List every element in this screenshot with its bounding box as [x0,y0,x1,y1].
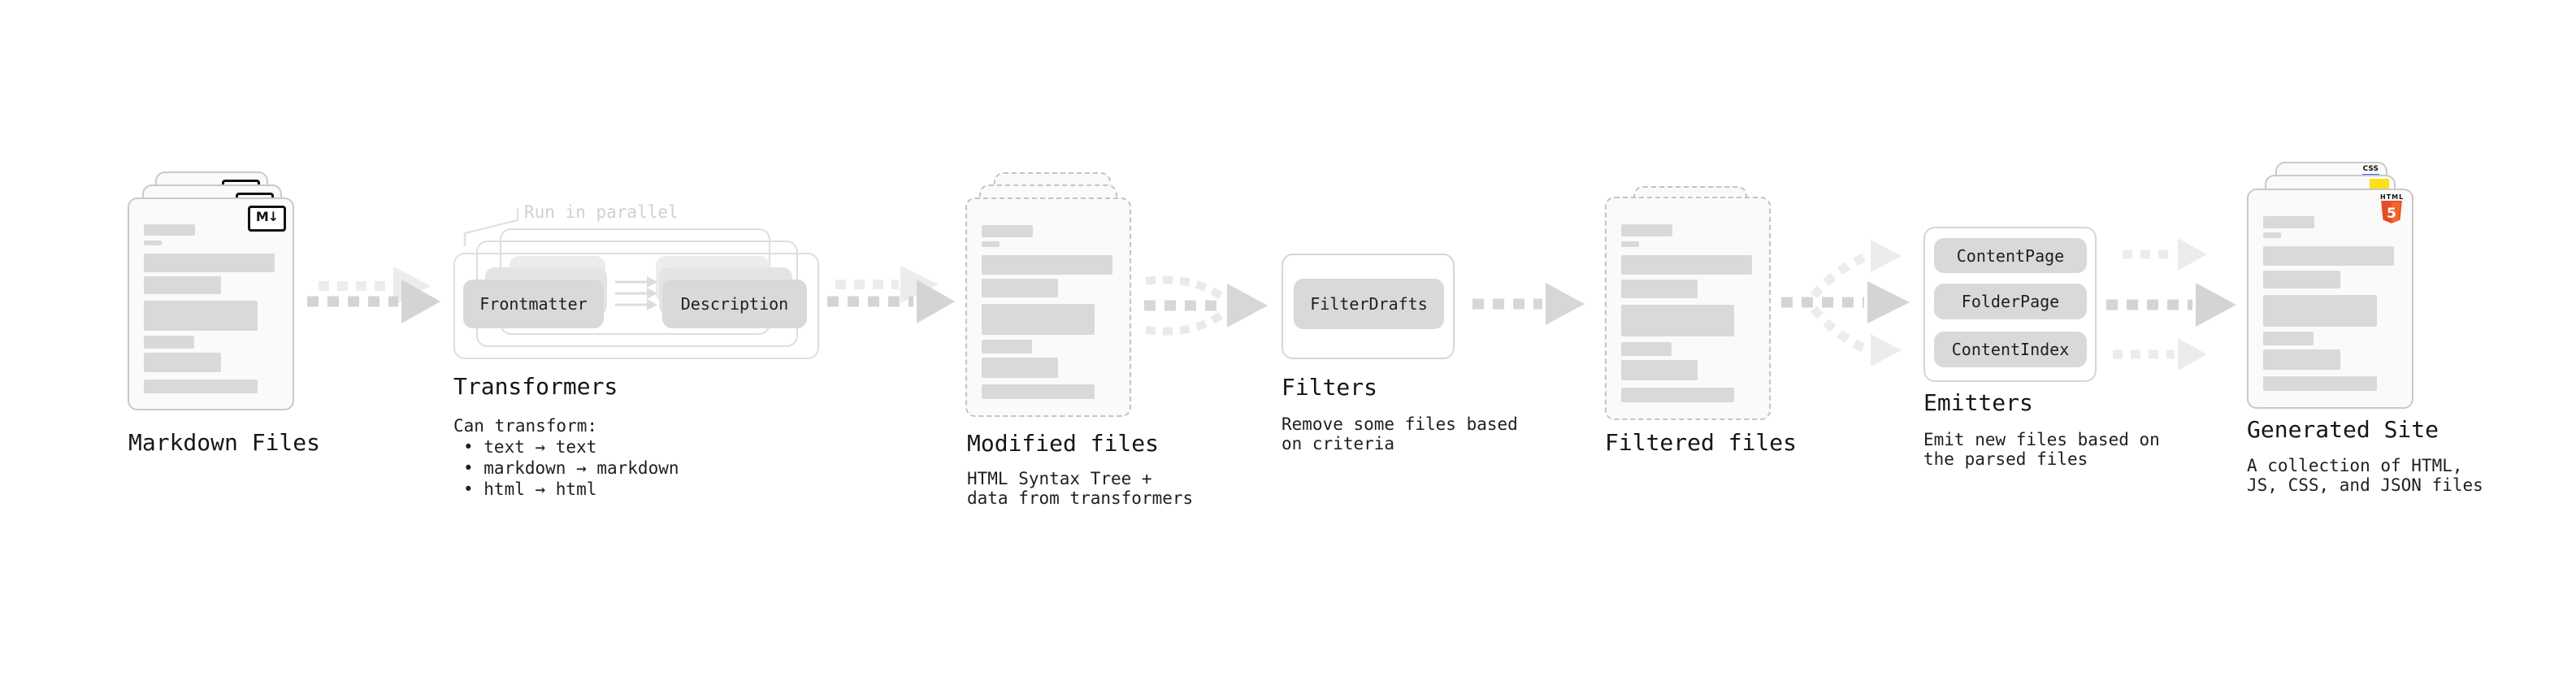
stage-label-modified-files: Modified files [967,430,1160,457]
modified-files-desc: data from transformers [967,488,1194,508]
stage-label-markdown-files: Markdown Files [128,429,321,456]
html5-icon-word: HTML [2380,193,2405,201]
modified-file-card-front [965,197,1131,417]
arrow-modified-to-filters-merge [1144,275,1268,336]
arrow-emitters-to-generated [2106,238,2236,371]
js-icon [2370,179,2389,189]
stage-label-generated-site: Generated Site [2247,416,2439,443]
html5-icon: HTML 5 [2380,193,2403,228]
stage-label-transformers: Transformers [453,373,618,400]
transformers-bullet: • text → text [463,437,597,457]
description-pill-label: Description [680,294,789,314]
generated-file-card-front: HTML 5 [2247,189,2413,409]
description-pill: Description [662,280,807,328]
html5-shield: 5 [2381,201,2402,223]
document-text-placeholder [129,199,293,409]
content-index-pill: ContentIndex [1934,332,2087,367]
arrow-transformers-to-modified [827,266,955,323]
folder-page-pill-label: FolderPage [1961,292,2060,311]
emitters-desc: the parsed files [1923,449,2088,469]
arrow-filters-to-filtered [1472,283,1585,325]
transformers-subtitle: Can transform: [453,416,598,436]
run-in-parallel-leader-line [463,208,519,246]
emitters-desc: Emit new files based on [1923,430,2160,449]
frontmatter-pill: Frontmatter [463,280,604,328]
transformer-group-box-front [453,253,819,359]
document-text-placeholder [1607,198,1769,419]
content-page-pill-label: ContentPage [1956,245,2065,266]
run-in-parallel-note: Run in parallel [524,202,679,222]
document-text-placeholder [967,199,1130,415]
filters-desc: on criteria [1281,434,1395,453]
transformer-parallel-arrows [615,276,657,310]
transformers-bullet: • markdown → markdown [463,458,679,478]
content-page-pill: ContentPage [1934,238,2087,273]
filters-desc: Remove some files based [1281,414,1518,434]
modified-files-desc: HTML Syntax Tree + [967,469,1152,488]
stage-label-filters: Filters [1281,374,1378,401]
folder-page-pill: FolderPage [1934,284,2087,319]
filter-drafts-pill-label: FilterDrafts [1310,294,1428,314]
markdown-file-card-front: M↓ [128,197,294,410]
markdown-icon: M↓ [248,206,286,232]
stage-label-emitters: Emitters [1923,389,2033,416]
transformers-bullet: • html → html [463,479,597,499]
content-index-pill-label: ContentIndex [1951,340,2070,359]
svg-text:5: 5 [2387,206,2396,222]
frontmatter-pill-label: Frontmatter [479,294,588,314]
document-text-placeholder [2249,190,2412,407]
arrow-markdown-to-transformers [307,267,440,323]
arrow-filtered-to-emitters-fanout [1781,240,1910,367]
stage-label-filtered-files: Filtered files [1605,429,1798,456]
generated-site-desc: JS, CSS, and JSON files [2247,475,2483,495]
filtered-file-card-front [1605,197,1771,420]
filter-drafts-pill: FilterDrafts [1294,279,1444,329]
generated-site-desc: A collection of HTML, [2247,456,2463,475]
